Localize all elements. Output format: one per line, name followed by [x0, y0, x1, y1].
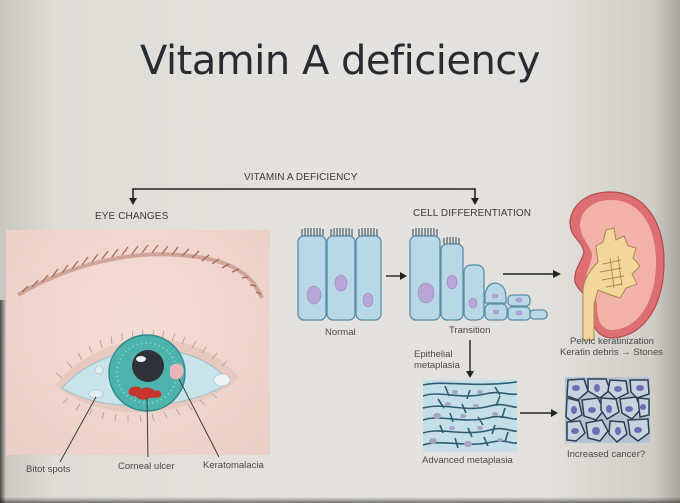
cell-differentiation-label: CELL DIFFERENTIATION: [413, 208, 532, 219]
normal-cells-label: Normal: [325, 327, 356, 338]
slide-title: Vitamin A deficiency: [140, 38, 540, 84]
epithelial-metaplasia-line2: metaplasia: [414, 360, 460, 371]
photo-left-edge: [0, 300, 6, 503]
normal-cell-1: [297, 235, 327, 321]
root-label: VITAMIN A DEFICIENCY: [244, 172, 358, 183]
corneal-ulcer-icon: [128, 386, 162, 400]
stones-text: Stones: [633, 347, 663, 358]
keratomalacia-label: Keratomalacia: [203, 460, 264, 471]
bitot-spots-label: Bitot spots: [26, 464, 71, 475]
photo-edge-shadow: [0, 497, 680, 503]
advanced-metaplasia-label: Advanced metaplasia: [422, 455, 513, 466]
epithelial-metaplasia-line1: Epithelial: [414, 349, 453, 360]
epithelial-metaplasia-label: Epithelial metaplasia: [414, 349, 460, 371]
cancer-tissue-icon: [565, 377, 650, 444]
keratin-debris-text: Keratin debris: [560, 347, 619, 358]
bitot-spot-icon: [88, 389, 104, 399]
transition-cells-label: Transition: [449, 325, 491, 336]
advanced-metaplasia-tissue-icon: [422, 380, 518, 452]
normal-cell-3: [355, 235, 382, 321]
keratin-stones-label: Keratin debris → Stones: [560, 347, 663, 358]
eyebrow-icon: [16, 244, 264, 299]
increased-cancer-label: Increased cancer?: [567, 449, 646, 460]
eye-changes-label: EYE CHANGES: [95, 211, 169, 222]
corneal-ulcer-label: Corneal ulcer: [118, 461, 175, 472]
kidney-icon: [569, 191, 665, 341]
keratomalacia-spot-icon: [170, 363, 184, 380]
pelvic-keratinization-label: Pelvic keratinization: [570, 336, 654, 347]
right-arrow-icon: →: [621, 347, 631, 358]
